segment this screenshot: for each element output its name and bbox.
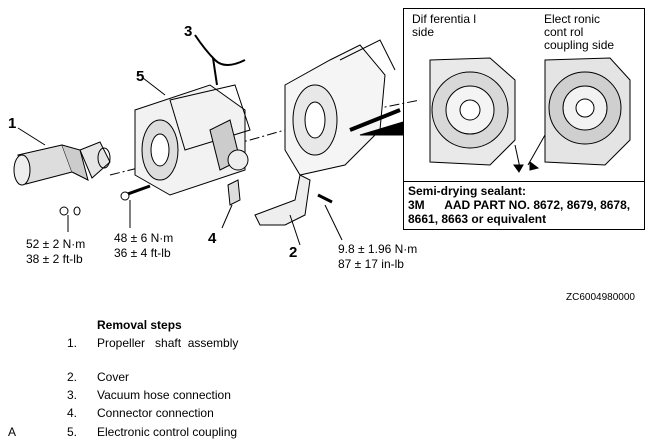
vacuum-hose-drawing bbox=[194, 34, 246, 66]
callout-2: 2 bbox=[289, 244, 298, 261]
propeller-shaft-drawing bbox=[13, 141, 111, 186]
sealant-inset-box: Dif ferentia l side Elect ronic cont rol… bbox=[403, 8, 645, 230]
step-number: 3. bbox=[67, 388, 78, 402]
cover-drawing bbox=[254, 174, 311, 226]
callout-3: 3 bbox=[184, 23, 193, 40]
step-number: 1. bbox=[67, 336, 78, 350]
step-number: 5. bbox=[67, 425, 78, 439]
step-number: 2. bbox=[67, 370, 78, 384]
step-text: Vacuum hose connection bbox=[97, 388, 231, 402]
connector-drawing bbox=[227, 179, 241, 206]
bolt-left bbox=[124, 184, 151, 197]
step-number: 4. bbox=[67, 406, 78, 420]
step-text: Cover bbox=[97, 370, 130, 384]
torque-bolt-nm: 48 ± 6 N·m bbox=[114, 231, 174, 245]
torque-cover-bolt-nm: 9.8 ± 1.96 N·m bbox=[338, 242, 418, 256]
sealant-part-line: 3M AAD PART NO. 8672, 8679, 8678, bbox=[408, 198, 631, 212]
torque-nut-ftlb: 38 ± 2 ft-lb bbox=[26, 252, 83, 266]
differential-side-label: Dif ferentia l side bbox=[412, 12, 477, 39]
step-text: Connector connection bbox=[97, 406, 214, 420]
step-text: Electronic control coupling bbox=[97, 425, 238, 439]
step-text: Propeller shaft assembly bbox=[97, 336, 239, 350]
callout-4: 4 bbox=[208, 230, 217, 247]
electronic-control-coupling-drawing bbox=[134, 84, 251, 196]
figure-code: ZC6004980000 bbox=[566, 292, 635, 303]
step-mark: A bbox=[8, 425, 17, 439]
callout-5: 5 bbox=[136, 68, 145, 85]
torque-cover-bolt-inlb: 87 ± 17 in-lb bbox=[338, 257, 404, 271]
sealant-part-line-2: 8661, 8663 or equivalent bbox=[408, 212, 547, 226]
torque-bolt-ftlb: 36 ± 4 ft-lb bbox=[114, 246, 171, 260]
sealant-note: Semi-drying sealant: 3M AAD PART NO. 867… bbox=[404, 181, 644, 229]
bolt-right bbox=[317, 193, 333, 204]
callout-1: 1 bbox=[8, 115, 17, 132]
torque-nut-nm: 52 ± 2 N·m bbox=[26, 237, 86, 251]
nut bbox=[59, 206, 69, 216]
housing-drawing bbox=[284, 39, 401, 176]
sealant-title: Semi-drying sealant: bbox=[408, 184, 527, 198]
coupling-side-label: Elect ronic cont rol coupling side bbox=[544, 12, 615, 52]
steps-title: Removal steps bbox=[97, 318, 182, 332]
inset-flange-drawings bbox=[429, 57, 631, 173]
